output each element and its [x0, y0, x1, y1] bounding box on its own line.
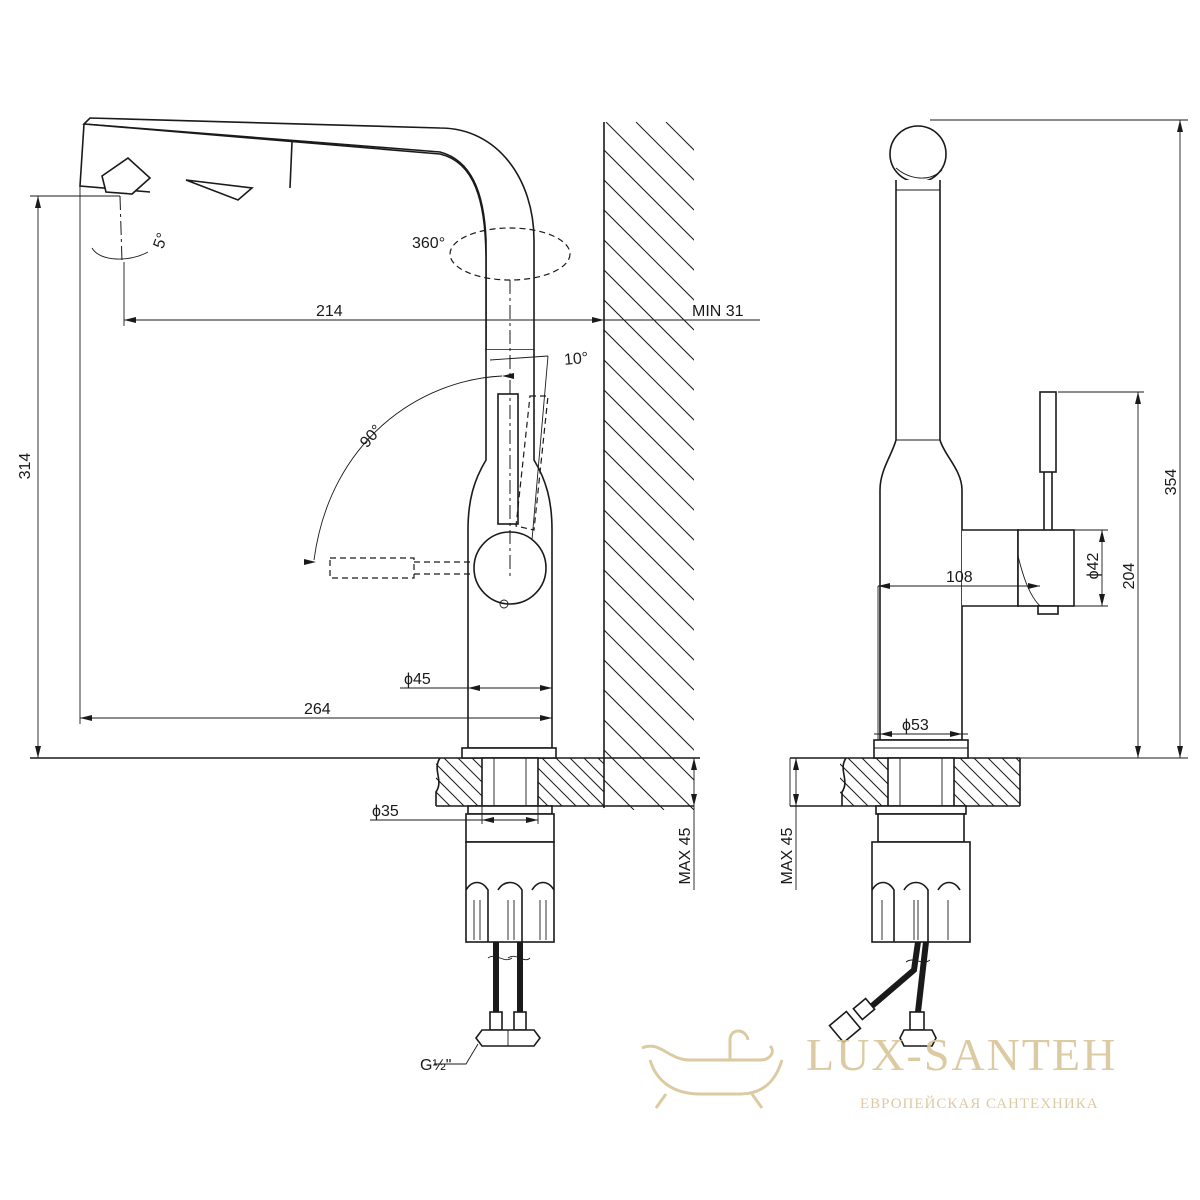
hatch-line — [604, 419, 694, 511]
dimension-arrowhead — [502, 373, 514, 379]
bathtub-logo — [641, 1029, 784, 1109]
dim-handle-reach: 108 — [946, 569, 973, 586]
hatch-line — [555, 758, 604, 806]
dimension-arrowhead — [691, 758, 697, 770]
dimension-arrowhead — [691, 794, 697, 806]
hatch-line — [987, 758, 1020, 791]
dimension-arrows — [35, 120, 1183, 823]
hatch-line — [436, 791, 451, 806]
dimension-arrowhead — [878, 583, 890, 589]
hatch-line — [1001, 758, 1020, 777]
dim-spout-angle: 5° — [151, 231, 172, 251]
hatch-line — [597, 758, 604, 765]
hatch-line — [436, 763, 479, 806]
dimension-arrowhead — [1135, 746, 1141, 758]
dimension-arrowhead — [482, 817, 494, 823]
hatch-line — [604, 179, 694, 271]
hatch-line — [436, 777, 465, 806]
lever-arc-10 — [489, 355, 549, 361]
hatch-line — [541, 758, 591, 806]
dim-wall-min: MIN 31 — [692, 303, 744, 320]
dim-thread: G½" — [420, 1057, 451, 1074]
hatch-line — [840, 791, 855, 806]
dimension-arrowhead — [793, 758, 799, 770]
dimension-arrowhead — [540, 715, 552, 721]
dimension-arrowhead — [793, 794, 799, 806]
hatch-line — [959, 758, 1009, 806]
hatch-line — [436, 805, 437, 806]
dimension-arrowhead — [80, 715, 92, 721]
hatch-line — [840, 805, 841, 806]
dim-max-thickness-left: MAX 45 — [677, 827, 694, 884]
dimension-arrowhead — [540, 685, 552, 691]
dim-lever-height: 204 — [1121, 563, 1138, 590]
watermark-brand: LUX-SANTEH — [806, 1029, 1117, 1080]
countertop-left — [30, 757, 700, 807]
dimension-arrowhead — [880, 731, 892, 737]
dim-overall-height: 354 — [1163, 469, 1180, 496]
dimension-arrowhead — [35, 746, 41, 758]
hatch-line — [604, 389, 694, 481]
watermark-tagline: ЕВРОПЕЙСКАЯ САНТЕХНИКА — [860, 1095, 1099, 1112]
dimension-arrowhead — [592, 317, 604, 323]
dim-height-left: 314 — [17, 453, 34, 480]
faucet-front-view — [828, 125, 1075, 1047]
spout-angle-arc — [91, 247, 149, 260]
hatch-line — [604, 689, 694, 781]
dimension-arrowhead — [950, 731, 962, 737]
dim-base-diameter: ϕ53 — [902, 717, 929, 734]
hatch-line — [840, 763, 883, 806]
dim-overall-reach: 264 — [304, 701, 331, 718]
dimension-arrowhead — [526, 817, 538, 823]
dimension-arrowhead — [1099, 530, 1105, 542]
dimension-arrowhead — [124, 317, 136, 323]
watermark: LUX-SANTEH ЕВРОПЕЙСКАЯ САНТЕХНИКА — [641, 1029, 1117, 1112]
hatch-line — [604, 449, 694, 541]
dimension-arrowhead — [35, 196, 41, 208]
dimension-arrowhead — [1177, 746, 1183, 758]
hatch-line — [604, 629, 694, 721]
dimension-arrowhead — [1177, 120, 1183, 132]
dim-lever-tilt: 10° — [563, 350, 589, 369]
dims-right — [789, 119, 1188, 890]
dim-swivel: 360° — [412, 235, 445, 252]
hatch-line — [604, 239, 694, 331]
dimension-arrowhead — [304, 559, 316, 565]
dim-body-diameter: ϕ45 — [404, 671, 431, 688]
dimension-arrowhead — [1028, 583, 1040, 589]
dim-max-thickness-right: MAX 45 — [779, 827, 796, 884]
faucet-side-view — [79, 117, 557, 1047]
dimension-arrowhead — [1135, 392, 1141, 404]
dim-shank-diameter: ϕ35 — [372, 803, 399, 820]
hatch-line — [604, 209, 694, 301]
lever-arc-90 — [313, 375, 503, 561]
hatch-line — [840, 777, 869, 806]
wall — [603, 122, 694, 810]
hatch-line — [583, 758, 604, 779]
dimension-arrowhead — [468, 685, 480, 691]
hatch-line — [569, 758, 604, 793]
hatch-line — [973, 758, 1020, 805]
swivel-ellipse — [449, 227, 571, 281]
dim-handle-diameter: ϕ42 — [1085, 553, 1102, 580]
hatch-line — [604, 149, 694, 241]
hatch-line — [1015, 758, 1020, 763]
hatch-line — [604, 659, 694, 751]
dim-spout-projection: 214 — [316, 303, 343, 320]
dims-left — [30, 186, 760, 1065]
dimension-arrowhead — [1099, 594, 1105, 606]
